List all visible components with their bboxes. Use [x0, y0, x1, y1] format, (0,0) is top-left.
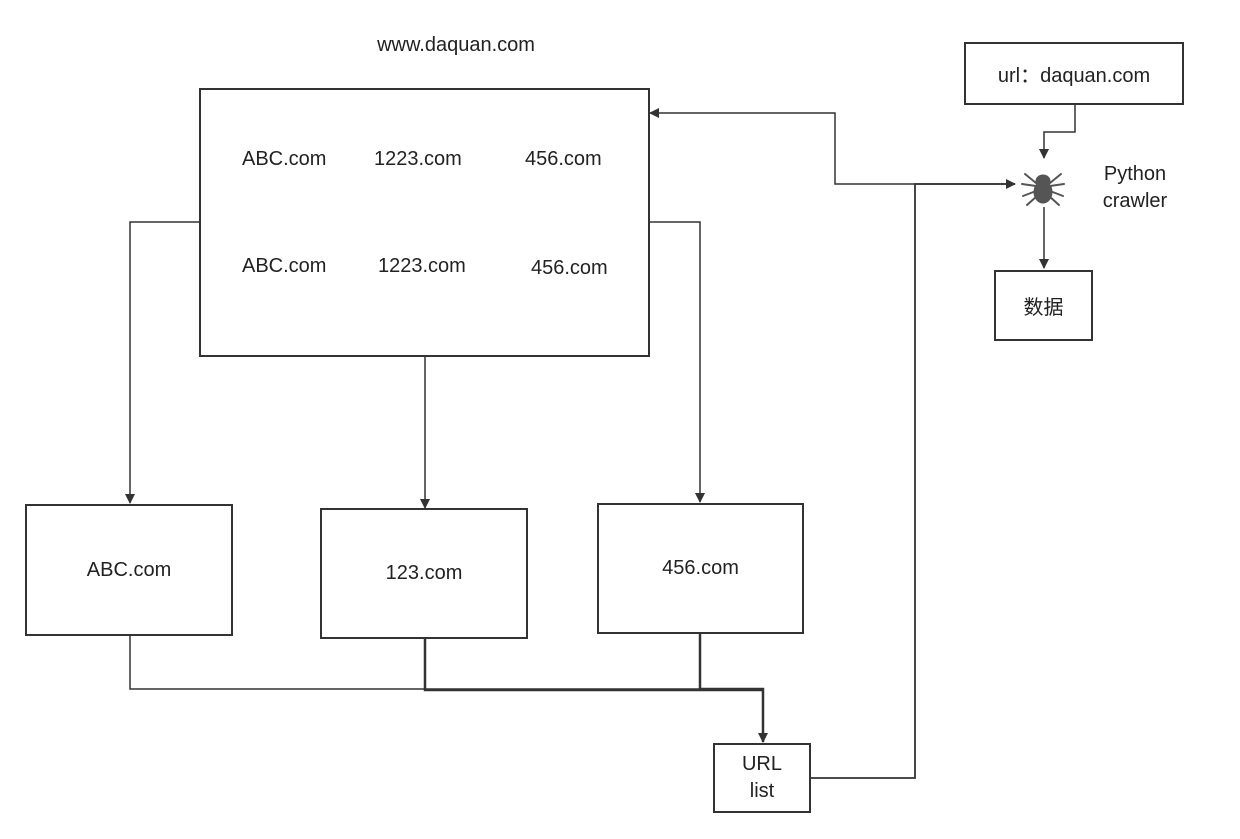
child-page-456: 456.com — [597, 503, 804, 634]
arrow-url-input-to-crawler — [1039, 104, 1076, 159]
main-link-abc-1: ABC.com — [242, 148, 327, 170]
main-page-box: ABC.com 1223.com 456.com ABC.com 1223.co… — [199, 88, 650, 357]
arrow-main-to-456 — [648, 221, 705, 503]
url-list-box: URL list — [713, 743, 811, 813]
main-link-1223-2: 1223.com — [378, 255, 466, 277]
line-123-to-url-list — [423, 639, 763, 692]
site-title: www.daquan.com — [377, 34, 535, 56]
line-456-to-url-list — [698, 634, 768, 743]
arrow-crawler-to-main — [649, 108, 1015, 185]
main-link-1223-1: 1223.com — [374, 148, 462, 170]
url-input-box: url：daquan.com — [964, 42, 1184, 105]
line-abc-to-url-list — [129, 635, 763, 690]
main-link-abc-2: ABC.com — [242, 255, 327, 277]
spider-icon — [1021, 173, 1065, 206]
main-link-456-1: 456.com — [525, 148, 602, 170]
python-crawler-label: Python crawler — [1102, 163, 1168, 212]
child-page-abc: ABC.com — [25, 504, 233, 636]
line-url-list-to-crawler — [810, 179, 1016, 779]
main-link-456-2: 456.com — [531, 257, 608, 279]
child-page-123: 123.com — [320, 508, 528, 639]
data-output-box: 数据 — [994, 270, 1093, 341]
arrow-main-to-abc — [125, 221, 200, 504]
